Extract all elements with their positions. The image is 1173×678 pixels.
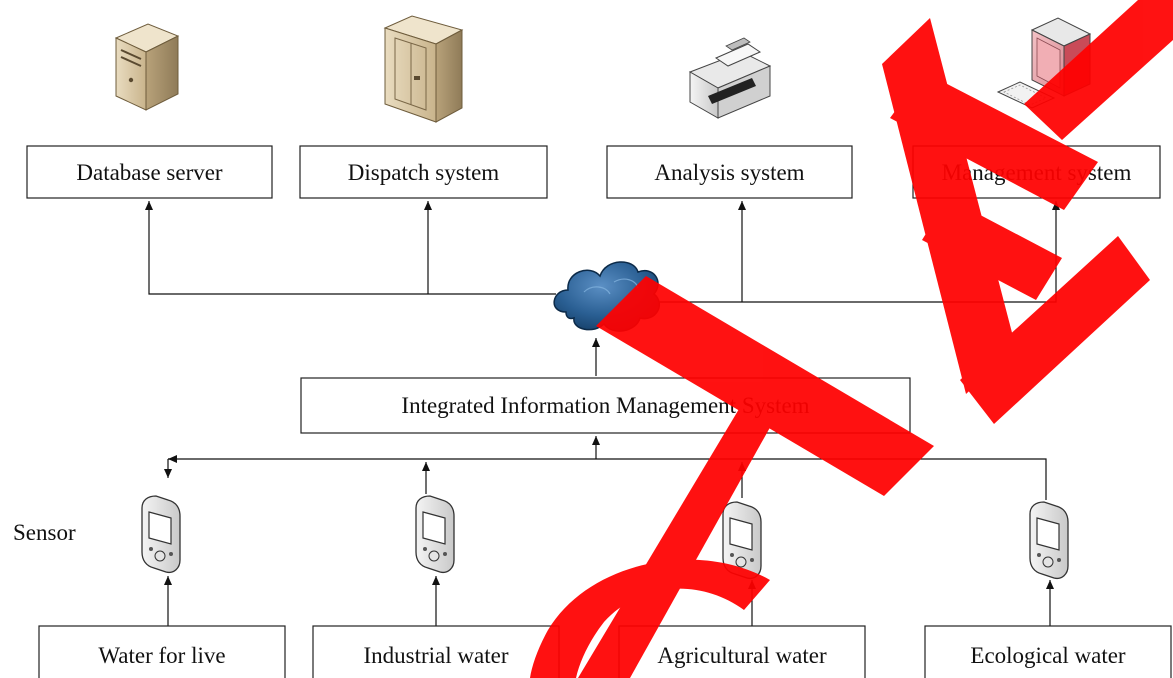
database-server-box: Database server — [26, 145, 273, 199]
dispatch-system-label: Dispatch system — [348, 160, 500, 185]
water-for-live-label: Water for live — [98, 643, 225, 668]
industrial-water-label: Industrial water — [364, 643, 509, 668]
agricultural-water-label: Agricultural water — [657, 643, 827, 668]
industrial-water-box: Industrial water — [312, 625, 560, 678]
server-cabinet-icon — [383, 15, 464, 123]
retraction-watermark — [530, 0, 1173, 678]
sensor-device-icon — [1029, 501, 1069, 580]
analysis-system-label: Analysis system — [654, 160, 804, 185]
sensor-device-icon — [141, 495, 181, 574]
water-for-live-box: Water for live — [38, 625, 286, 678]
ecological-water-label: Ecological water — [970, 643, 1126, 668]
sensor-row-label: Sensor — [13, 520, 76, 545]
sensor-device-icon — [415, 495, 455, 574]
ecological-water-box: Ecological water — [924, 625, 1172, 678]
agricultural-water-box: Agricultural water — [618, 625, 866, 678]
database-server-label: Database server — [76, 160, 223, 185]
server-tower-icon — [114, 23, 180, 111]
analysis-system-box: Analysis system — [606, 145, 853, 199]
dispatch-system-box: Dispatch system — [299, 145, 548, 199]
printer-icon — [688, 37, 772, 119]
sensor-bus-connectors — [164, 436, 1047, 500]
